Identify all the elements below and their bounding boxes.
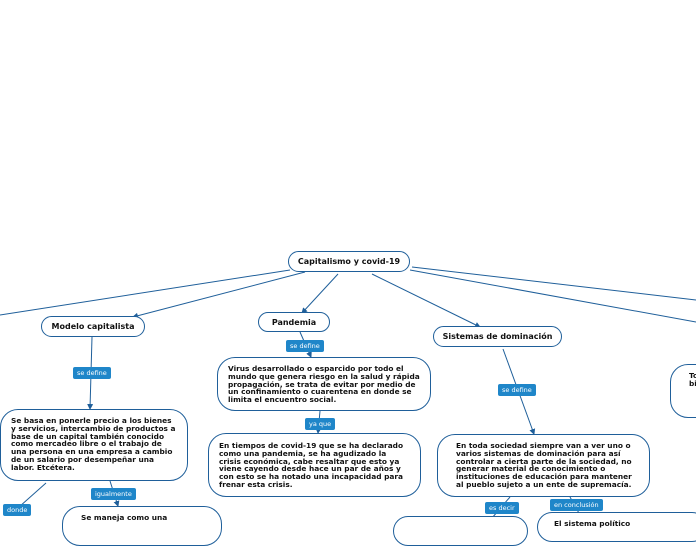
node-modelo-capitalista[interactable]: Modelo capitalista — [41, 316, 145, 337]
root-node[interactable]: Capitalismo y covid-19 — [288, 251, 410, 272]
node-pandemia-covid[interactable]: En tiempos de covid-19 que se ha declara… — [208, 433, 421, 497]
label-donde: donde — [3, 504, 32, 516]
node-bottom-left-partial[interactable] — [393, 516, 528, 546]
label-se-define-modelo: se define — [73, 367, 111, 379]
node-pandemia[interactable]: Pandemia — [258, 312, 330, 332]
node-modelo-se-maneja[interactable]: Se maneja como una — [62, 506, 222, 546]
label-en-conclusion: en conclusión — [550, 499, 603, 511]
node-modelo-definicion[interactable]: Se basa en ponerle precio a los bienes y… — [0, 409, 188, 481]
node-pandemia-definicion[interactable]: Virus desarrollado o esparcido por todo … — [217, 357, 431, 411]
node-sistemas-definicion[interactable]: En toda sociedad siempre van a ver uno o… — [437, 434, 650, 497]
node-sistemas-de-dominacion[interactable]: Sistemas de dominación — [433, 326, 562, 347]
label-es-decir: es decir — [485, 502, 519, 514]
label-se-define-pandemia: se define — [286, 340, 324, 352]
label-igualmente: igualmente — [91, 488, 136, 500]
label-se-define-sistemas: se define — [498, 384, 536, 396]
node-right-partial[interactable]: To si fa bi in — [670, 364, 696, 418]
label-ya-que: ya que — [305, 418, 336, 430]
node-bottom-right-partial[interactable]: El sistema político — [537, 512, 696, 542]
